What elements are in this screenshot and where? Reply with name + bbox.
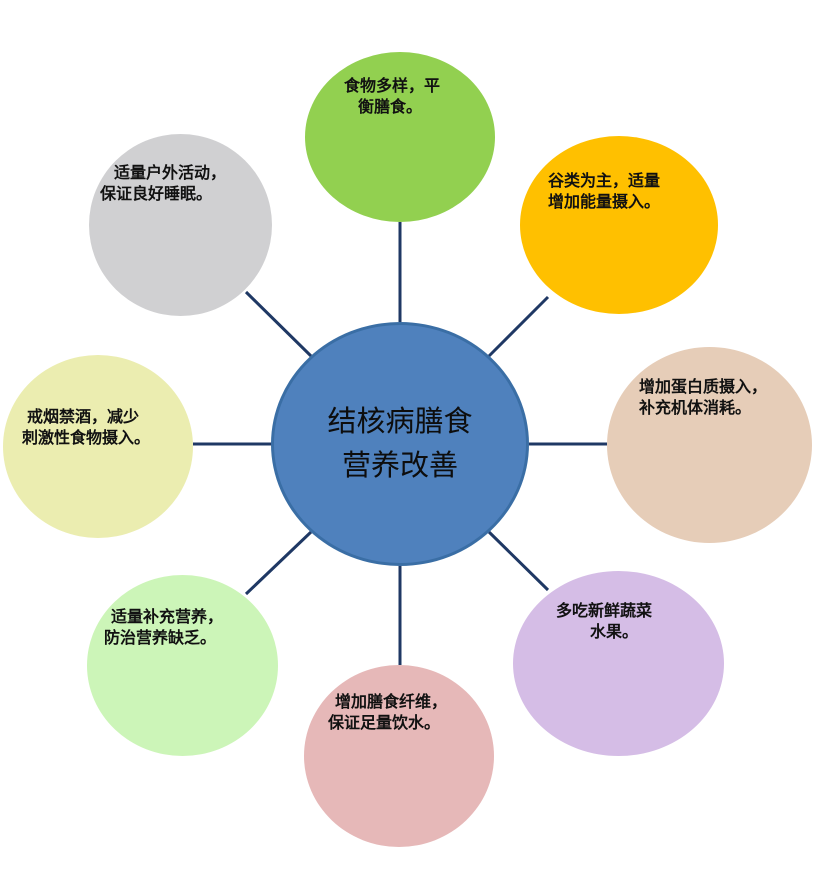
connector-grains-energy	[487, 295, 550, 358]
label-no-smoking-alcohol-line-1: 戒烟禁酒，减少	[27, 407, 140, 426]
label-protein-line-1: 增加蛋白质摄入，	[639, 377, 768, 396]
label-supplements: 适量补充营养， 防治营养缺乏。	[104, 606, 223, 648]
node-supplements	[87, 575, 278, 756]
label-grains-energy-line-1: 谷类为主，适量	[548, 171, 661, 190]
label-no-smoking-alcohol: 戒烟禁酒，减少 刺激性食物摄入。	[22, 406, 150, 448]
label-outdoor-sleep: 适量户外活动， 保证良好睡眠。	[100, 162, 226, 204]
node-vegetables-fruit	[513, 571, 724, 756]
center-label: 结核病膳食 营养改善	[300, 399, 500, 487]
center-node	[271, 322, 529, 566]
label-balanced-diet-line-1: 食物多样，平	[344, 76, 441, 95]
connector-supplements	[244, 530, 313, 596]
label-vegetables-fruit-line-2: 水果。	[590, 622, 639, 641]
label-outdoor-sleep-line-2: 保证良好睡眠。	[100, 184, 213, 203]
label-vegetables-fruit-line-1: 多吃新鲜蔬菜	[556, 601, 653, 620]
node-balanced-diet	[305, 52, 495, 222]
connector-outdoor-sleep	[244, 290, 313, 358]
label-supplements-line-1: 适量补充营养，	[111, 607, 224, 626]
label-supplements-line-2: 防治营养缺乏。	[104, 628, 217, 647]
label-fiber-water: 增加膳食纤维， 保证足量饮水。	[328, 691, 447, 733]
label-grains-energy-line-2: 增加能量摄入。	[548, 192, 661, 211]
connector-vegetables-fruit	[487, 530, 550, 592]
label-balanced-diet: 食物多样，平 衡膳食。	[344, 75, 440, 117]
node-fiber-water	[304, 665, 494, 847]
node-protein	[607, 347, 812, 543]
label-protein-line-2: 补充机体消耗。	[639, 398, 752, 417]
label-grains-energy: 谷类为主，适量 增加能量摄入。	[548, 170, 660, 212]
label-fiber-water-line-2: 保证足量饮水。	[328, 713, 441, 732]
label-no-smoking-alcohol-line-2: 刺激性食物摄入。	[22, 428, 151, 447]
label-vegetables-fruit: 多吃新鲜蔬菜 水果。	[556, 600, 652, 642]
node-outdoor-sleep	[89, 134, 272, 316]
node-no-smoking-alcohol	[3, 355, 193, 538]
label-outdoor-sleep-line-1: 适量户外活动，	[114, 163, 227, 182]
center-label-line-2: 营养改善	[341, 448, 458, 482]
label-balanced-diet-line-2: 衡膳食。	[358, 97, 423, 116]
node-grains-energy	[520, 136, 718, 314]
label-fiber-water-line-1: 增加膳食纤维，	[335, 692, 448, 711]
center-label-line-1: 结核病膳食	[327, 404, 473, 438]
label-protein: 增加蛋白质摄入， 补充机体消耗。	[639, 376, 767, 418]
